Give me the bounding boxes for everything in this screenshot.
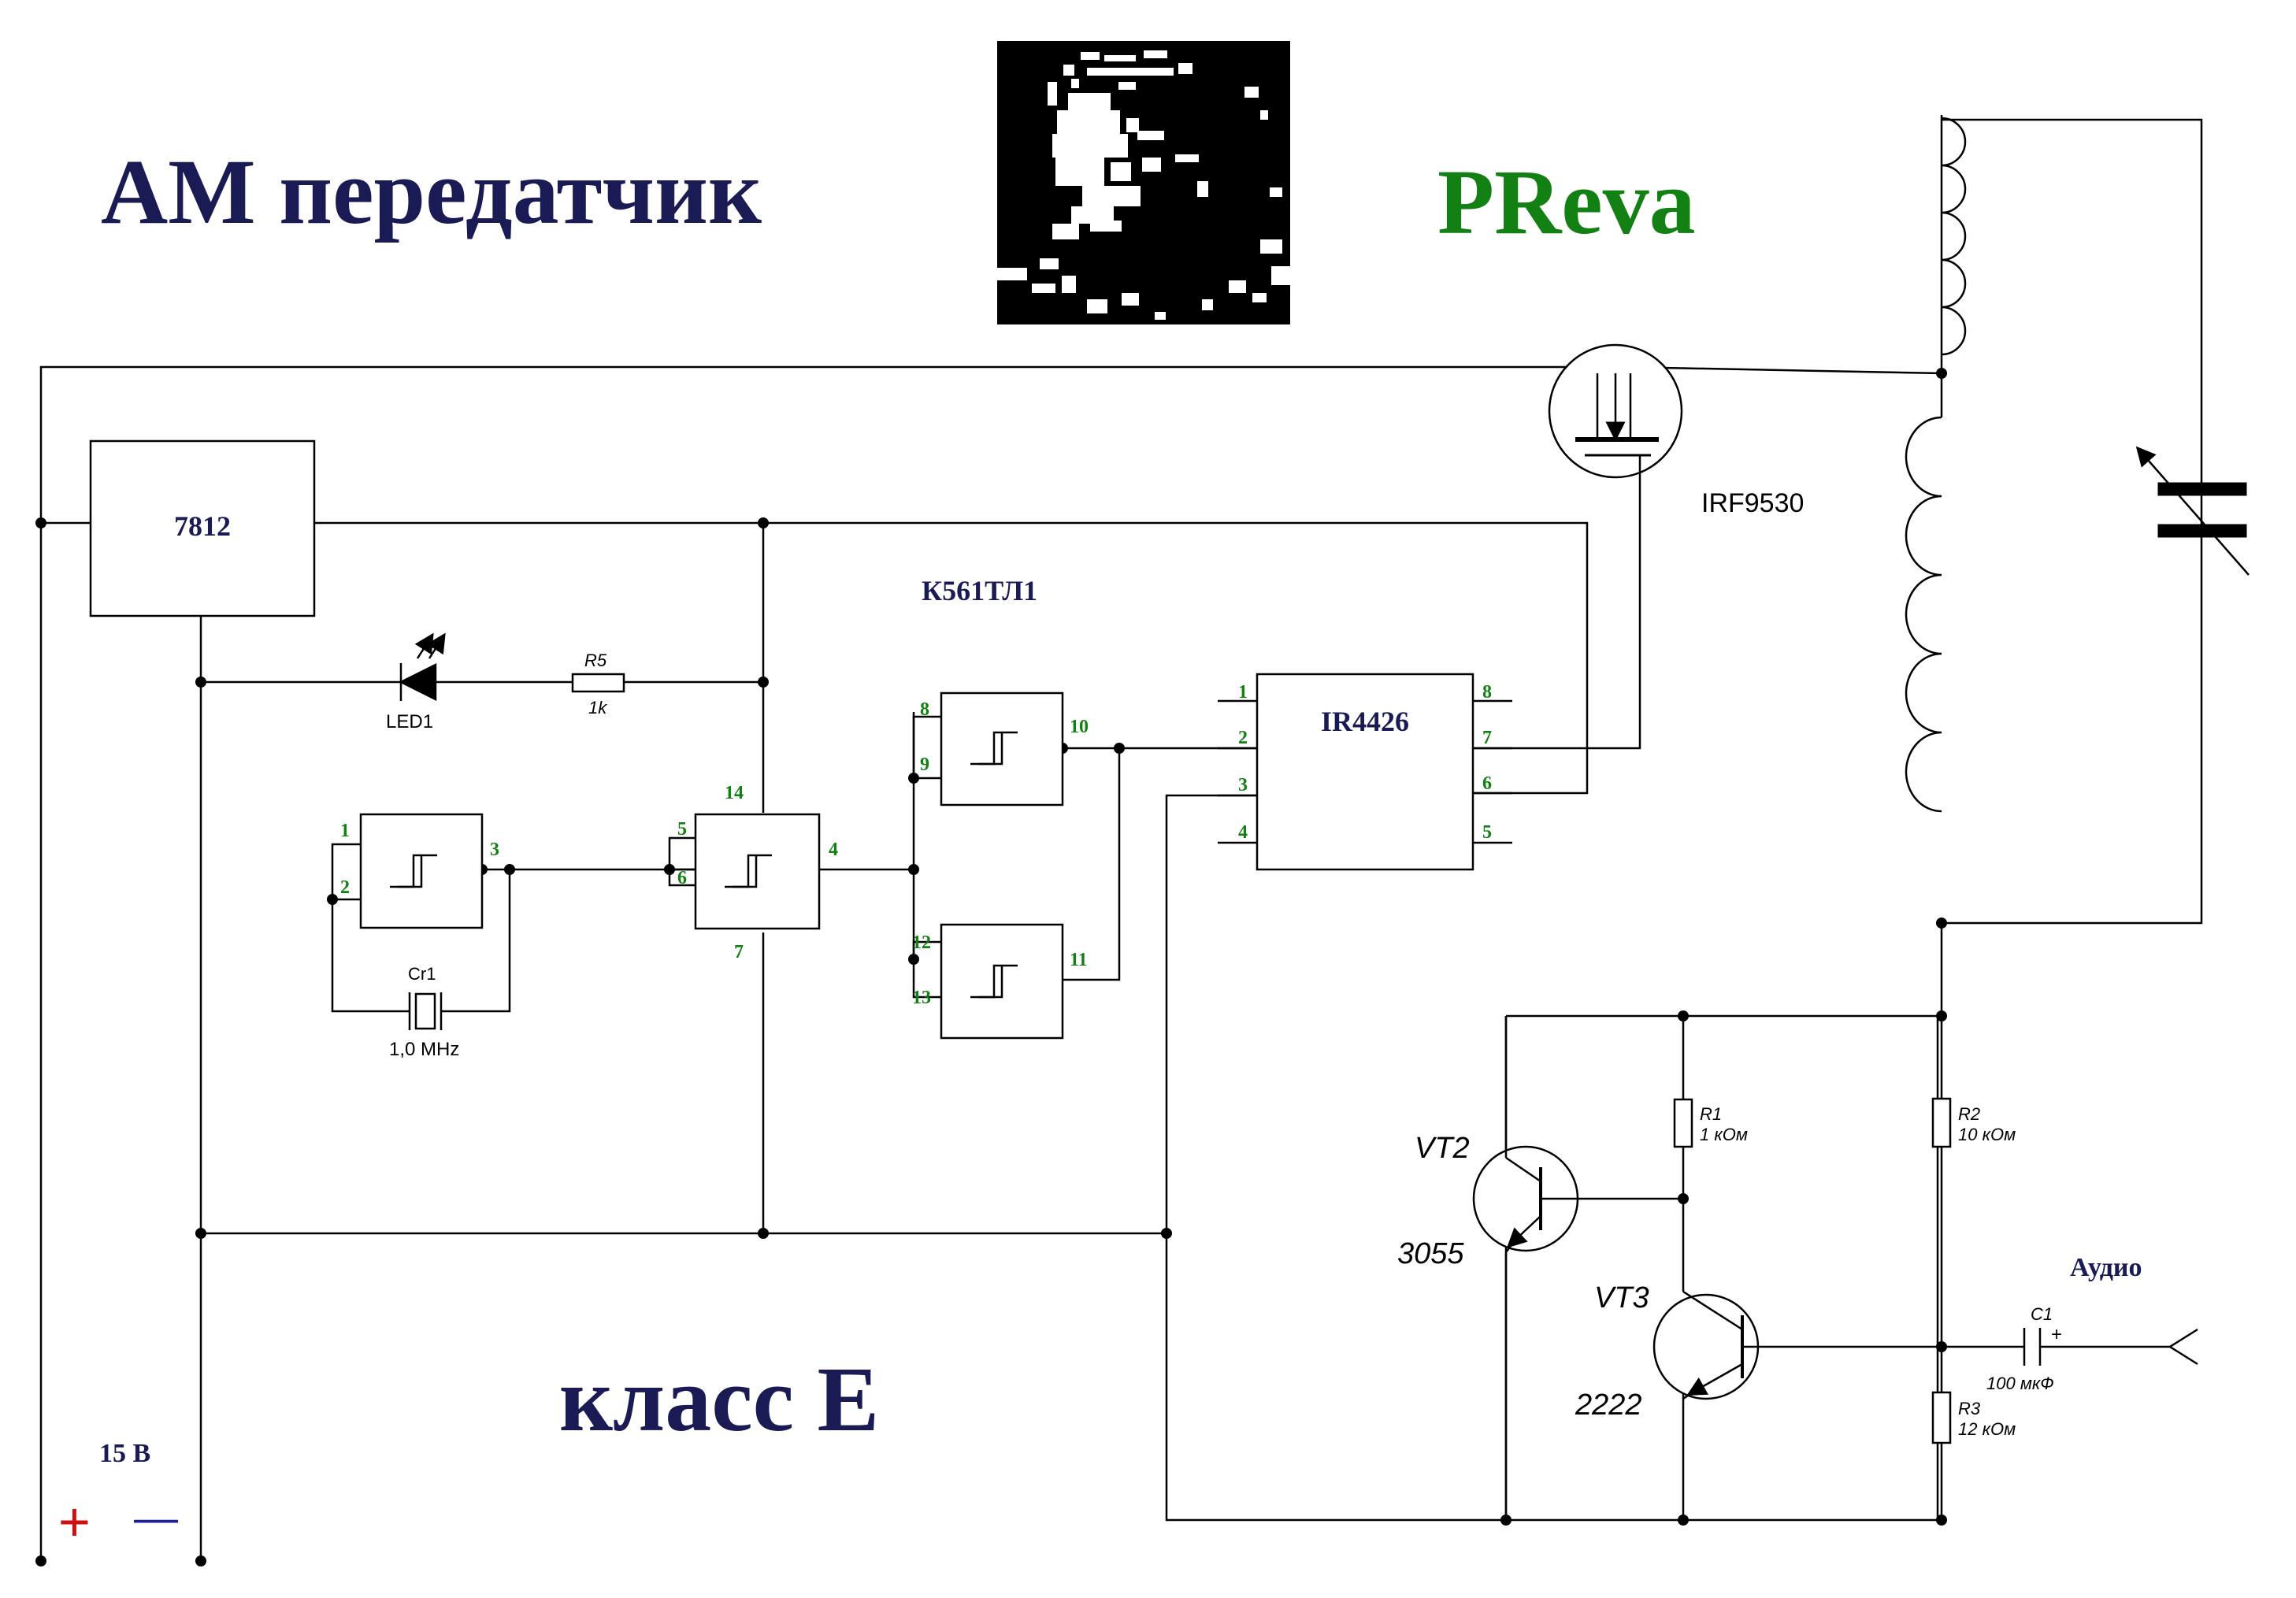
pin-label: 3	[490, 840, 499, 860]
r2-value: 10 кОм	[1958, 1125, 2016, 1144]
resistor-r3	[1931, 1391, 1952, 1444]
led-d1	[399, 632, 573, 702]
pin-label: 8	[1482, 682, 1492, 703]
r1-ref: R1	[1700, 1104, 1722, 1124]
schmitt-gate-4	[940, 923, 1064, 1040]
crystal-cr1	[408, 992, 443, 1030]
c1-ref: C1	[2031, 1304, 2053, 1324]
author-portrait	[997, 41, 1290, 324]
transistor-vt3	[1652, 1256, 1760, 1400]
r2-ref: R2	[1958, 1104, 1980, 1124]
inductor-main	[1905, 373, 1943, 813]
page-title: АМ передатчик	[101, 140, 762, 243]
schmitt-gate-1	[359, 813, 484, 929]
pin-label: 14	[725, 783, 744, 803]
led-ref: LED1	[386, 711, 433, 732]
regulator-label: 7812	[174, 510, 231, 542]
inductor-top	[1941, 117, 1967, 356]
pin-label: 12	[912, 932, 931, 953]
c1-polarity: +	[2051, 1324, 2062, 1345]
mosfet-irf9530	[1548, 343, 1683, 479]
pin-label: 9	[920, 755, 929, 775]
vt3-ref: VT3	[1594, 1281, 1649, 1314]
supply-voltage-label: 15 В	[99, 1439, 150, 1468]
resistor-r1	[1673, 1098, 1693, 1148]
transistor-vt2	[1472, 1016, 1582, 1520]
pin-label: 7	[734, 942, 744, 962]
variable-capacitor	[2135, 446, 2250, 576]
class-label: класс Е	[559, 1348, 879, 1451]
resistor-r5	[571, 673, 625, 693]
pin-label: 5	[677, 819, 687, 840]
r5-ref: R5	[584, 651, 607, 670]
r3-value: 12 кОм	[1958, 1419, 2016, 1439]
crystal-value: 1,0 MHz	[389, 1039, 459, 1060]
schmitt-gate-3	[940, 691, 1064, 806]
r5-value: 1k	[588, 698, 607, 717]
pin-label: 1	[1238, 682, 1248, 703]
pin-label: 2	[1238, 728, 1248, 748]
r3-ref: R3	[1958, 1399, 1981, 1418]
pin-label: 13	[912, 988, 931, 1008]
c1-value: 100 мкФ	[1986, 1374, 2054, 1393]
pin-label: 4	[1238, 822, 1248, 843]
resistor-r2	[1931, 1097, 1952, 1148]
supply-minus-sign: —	[134, 1492, 178, 1542]
pin-label: 10	[1070, 717, 1089, 737]
regulator-7812: 7812	[89, 439, 316, 617]
vt2-value: 3055	[1397, 1237, 1464, 1270]
schmitt-gate-2	[694, 813, 821, 930]
pin-label: 6	[677, 868, 687, 888]
vt3-value: 2222	[1575, 1389, 1642, 1422]
pin-label: 2	[340, 877, 350, 898]
pin-label: 3	[1238, 775, 1248, 795]
pin-label: 1	[340, 821, 350, 841]
pin-label: 11	[1070, 950, 1088, 970]
driver-label: IR4426	[1321, 706, 1409, 737]
audio-label: Аудио	[2070, 1253, 2142, 1282]
r1-value: 1 кОм	[1700, 1125, 1748, 1144]
capacitor-c1	[2023, 1328, 2042, 1366]
driver-ir4426	[1218, 673, 1512, 871]
vt2-ref: VT2	[1415, 1132, 1470, 1165]
pin-label: 8	[920, 699, 929, 720]
pin-label: 4	[829, 840, 838, 860]
logic-ic-label: К561ТЛ1	[922, 575, 1037, 606]
crystal-ref: Cr1	[408, 964, 436, 984]
mosfet-label: IRF9530	[1701, 488, 1804, 518]
author-name: PReva	[1437, 150, 1696, 254]
pin-label: 6	[1482, 773, 1492, 794]
pin-label: 7	[1482, 728, 1492, 748]
pin-label: 5	[1482, 822, 1492, 843]
junction-dots	[35, 368, 1947, 1566]
supply-plus-sign: +	[58, 1491, 91, 1552]
